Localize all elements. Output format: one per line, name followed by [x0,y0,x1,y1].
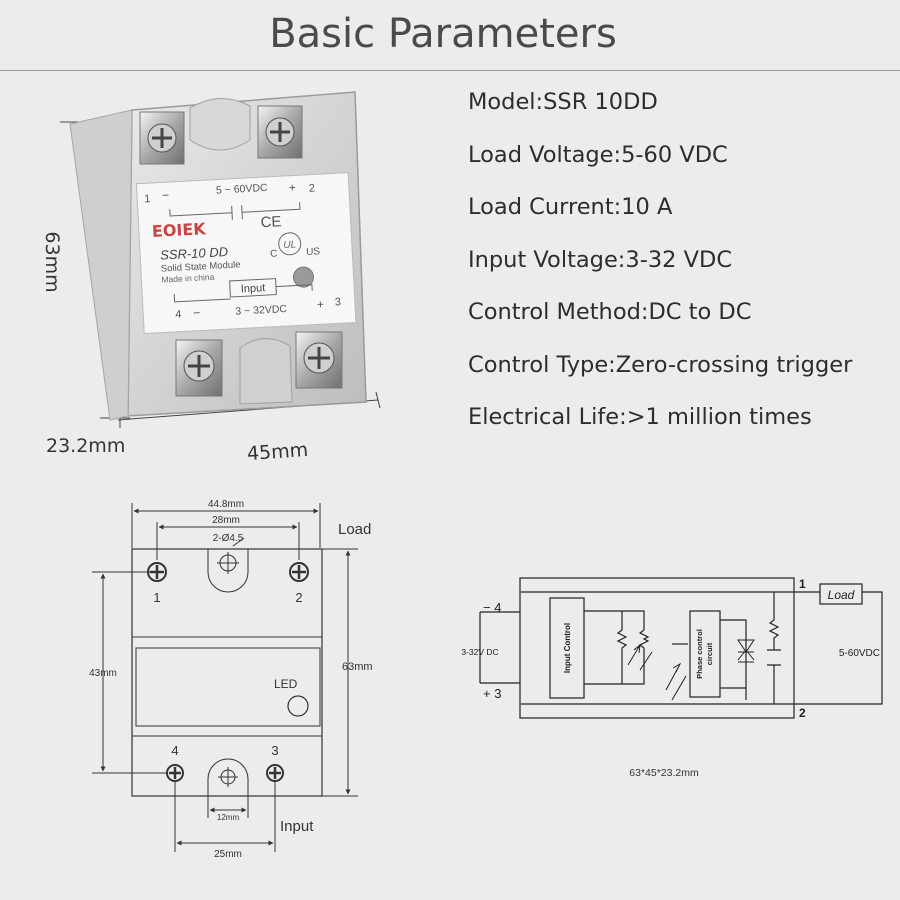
ul-logo: UL [283,239,296,251]
schematic-load-label: Load [828,588,855,602]
svg-text:Phase control: Phase control [695,629,704,679]
dim-overall-width: 44.8mm [208,499,244,510]
svg-text:circuit: circuit [705,642,714,665]
schematic-input-voltage: 3-32V DC [461,647,498,657]
relay-label: 1 − 5 ~ 60VDC + 2 EOIEK CE SSR-10 DD Sol… [135,172,357,335]
param-input-voltage: Input Voltage:3-32 VDC [468,246,733,273]
svg-text:1: 1 [144,193,151,205]
screw-terminal-3 [295,331,343,389]
page-title: Basic Parameters [269,11,617,57]
schematic-load-voltage: 5-60VDC [839,648,880,659]
param-model: Model:SSR 10DD [468,89,658,115]
svg-text:C: C [270,248,278,259]
param-load-voltage: Load Voltage:5-60 VDC [468,141,728,168]
input-control-block [549,597,585,699]
phase-control-block [689,610,721,698]
svg-text:−: − [193,306,201,320]
svg-text:2: 2 [295,590,302,605]
drawing-load-label: Load [338,521,371,538]
svg-text:− 4: − 4 [483,600,501,615]
drawing-led-label: LED [274,677,298,691]
param-load-current: Load Current:10 A [468,194,673,220]
drawing-terminal-3 [266,764,284,782]
svg-text:SSR-10 DD: SSR-10 DD [160,244,229,263]
svg-text:5 ~ 60VDC: 5 ~ 60VDC [216,182,269,197]
drawing-terminal-1 [147,562,167,582]
drawing-led [287,695,309,717]
svg-text:US: US [306,246,321,258]
svg-text:−: − [162,188,170,202]
drawing-body-outline [131,548,323,797]
svg-text:+: + [317,297,325,311]
wiring-schematic [479,577,883,719]
svg-text:3: 3 [271,743,278,758]
drawing-input-label: Input [280,818,314,835]
relay-side [69,109,133,421]
svg-text:+ 3: + 3 [483,686,501,701]
dim-terminal-spacing: 25mm [214,849,242,860]
brand-logo: EOIEK [151,219,206,241]
svg-text:Input Control: Input Control [563,623,572,673]
dim-depth-label: 23.2mm [46,435,125,457]
svg-text:3: 3 [335,296,342,308]
param-control-method: Control Method:DC to DC [468,299,752,325]
svg-text:3 ~ 32VDC: 3 ~ 32VDC [235,303,288,318]
svg-text:Input: Input [241,282,266,295]
led-indicator [292,266,314,288]
schematic-labels: − 4 + 3 3-32V DC Input Control Phase con… [461,577,880,779]
dimension-drawing: 44.8mm 28mm 2-Ø4.5 Load [89,499,372,860]
dim-overall-height: 63mm [342,661,373,673]
parameter-list: Model:SSR 10DD Load Voltage:5-60 VDC Loa… [468,84,900,452]
svg-text:1: 1 [799,577,806,591]
title-divider [0,70,900,71]
dim-height-label: 63mm [41,231,63,292]
drawing-terminal-4 [166,764,184,782]
product-photo: 63mm 45mm 23.2mm [41,91,381,465]
ce-mark: CE [260,213,282,231]
drawing-terminal-2 [289,562,309,582]
dim-hole-spacing: 28mm [212,515,240,526]
svg-text:1: 1 [153,590,160,605]
svg-text:Made in china: Made in china [161,272,215,285]
dim-hole-spec: 2-Ø4.5 [213,533,244,544]
dim-width-label: 45mm [246,439,309,465]
dim-inner-height: 43mm [89,668,117,679]
param-control-type: Control Type:Zero-crossing trigger [468,351,853,378]
svg-text:+: + [288,180,296,194]
screw-terminal-2 [257,105,303,159]
load-block [819,583,863,605]
dim-slot-width: 12mm [217,813,240,822]
screw-terminal-1 [139,111,185,165]
screw-terminal-4 [175,339,223,397]
svg-text:2: 2 [799,706,806,720]
overall-size-label: 63*45*23.2mm [629,767,699,779]
svg-text:4: 4 [175,309,182,321]
param-electrical-life: Electrical Life:>1 million times [468,404,812,430]
svg-text:Solid State Module: Solid State Module [161,259,241,274]
svg-text:4: 4 [171,743,178,758]
svg-text:2: 2 [309,182,316,194]
